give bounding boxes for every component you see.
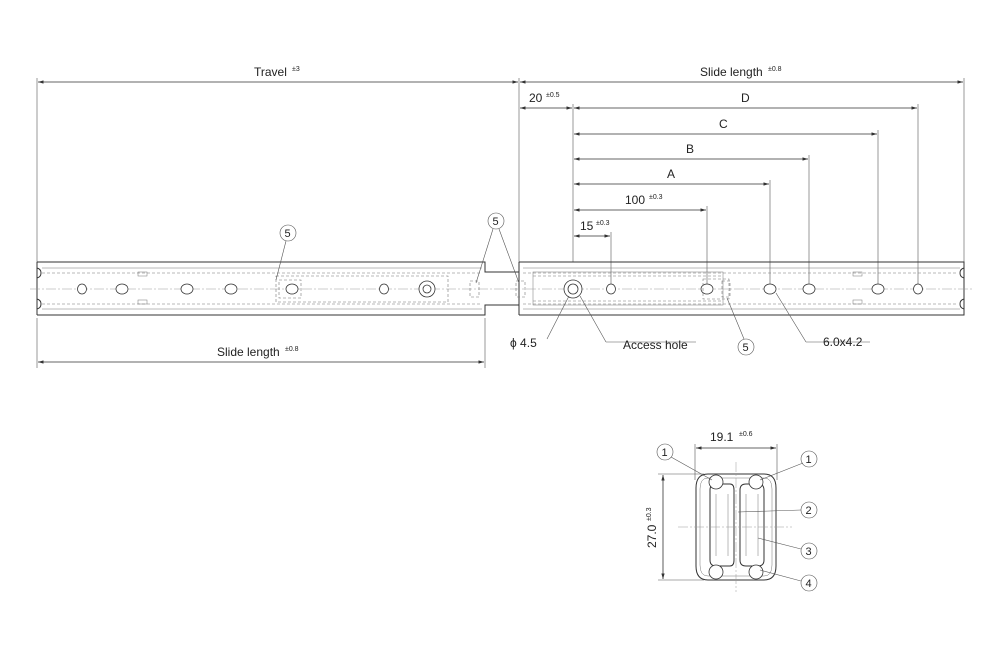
slot-label: 6.0x4.2 (823, 335, 863, 349)
dim-15: 15 ±0.3 (574, 219, 612, 290)
slide-length-top-dimension: Slide length ±0.8 (520, 65, 965, 262)
dim-d-label: D (741, 91, 750, 105)
height-label: 27.0 (645, 524, 659, 548)
svg-text:2: 2 (806, 505, 812, 517)
svg-text:3: 3 (806, 546, 812, 558)
dim-100: 100 ±0.3 (574, 193, 708, 290)
balloon-1-right: 1 (759, 450, 818, 481)
height-tolerance: ±0.3 (646, 507, 653, 521)
access-hole-label: Access hole (623, 338, 688, 352)
dim-100-label: 100 (625, 193, 645, 207)
dim-b-label: B (686, 142, 694, 156)
travel-tolerance: ±3 (292, 66, 300, 73)
travel-dimension: Travel ±3 (36, 65, 520, 262)
svg-text:5: 5 (493, 216, 499, 228)
phi-label: ϕ 4.5 (510, 336, 537, 350)
slide-rail-right (518, 261, 965, 316)
hidden-inner-member (275, 275, 731, 303)
dim-100-tolerance: ±0.3 (649, 194, 663, 201)
balloon-4: 4 (759, 569, 818, 592)
dim-a-label: A (667, 167, 675, 181)
small-slots (137, 271, 863, 305)
balloon-5-left: 5 (275, 224, 297, 281)
balloon-2: 2 (737, 501, 818, 519)
cross-section: 19.1 ±0.6 27.0 ±0.3 (645, 430, 792, 592)
dim-20-tolerance: ±0.5 (546, 92, 560, 99)
slide-length-top-tolerance: ±0.8 (768, 66, 782, 73)
slide-rail-left (36, 261, 520, 316)
dim-15-label: 15 (580, 219, 594, 233)
dim-b: B (574, 142, 810, 290)
balloon-1-left: 1 (656, 443, 713, 481)
dim-a: A (574, 167, 771, 290)
width-tolerance: ±0.6 (739, 431, 753, 438)
svg-text:1: 1 (806, 454, 812, 466)
dim-d: D (574, 91, 919, 290)
svg-text:1: 1 (662, 447, 668, 459)
dim-20-label: 20 (529, 91, 543, 105)
balloon-5-right: 5 (726, 297, 755, 356)
balloon-3: 3 (757, 537, 818, 560)
slide-length-top-label: Slide length (700, 65, 763, 79)
slide-length-bottom-label: Slide length (217, 345, 280, 359)
mounting-holes (77, 279, 923, 299)
svg-text:5: 5 (285, 228, 291, 240)
phi-label-group: ϕ 4.5 (510, 295, 570, 350)
balloon-5-middle: 5 (475, 212, 520, 284)
slide-length-bottom-dimension: Slide length ±0.8 (36, 318, 486, 368)
dim-20: 20 ±0.5 (520, 91, 574, 262)
travel-label: Travel (254, 65, 287, 79)
dim-c-label: C (719, 117, 728, 131)
slide-length-bottom-tolerance: ±0.8 (285, 346, 299, 353)
dim-15-tolerance: ±0.3 (596, 220, 610, 227)
dim-c: C (574, 117, 879, 290)
svg-text:5: 5 (743, 342, 749, 354)
slot-label-group: 6.0x4.2 (775, 292, 870, 349)
width-label: 19.1 (710, 430, 734, 444)
access-hole-group: Access hole (579, 295, 696, 352)
svg-text:4: 4 (806, 578, 812, 590)
